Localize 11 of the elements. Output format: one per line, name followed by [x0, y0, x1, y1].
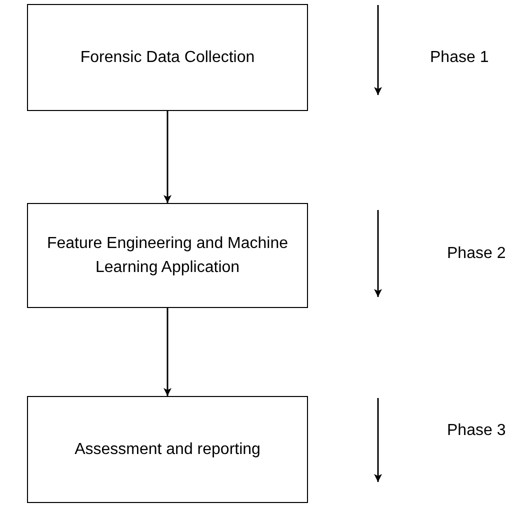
box-label: Assessment and reporting: [74, 440, 260, 460]
arrow: [164, 111, 172, 203]
process-box: [27, 203, 308, 308]
box-label: Feature Engineering and Machine Learning Application: [46, 234, 290, 278]
process-box: [27, 396, 308, 503]
arrow: [164, 308, 172, 396]
phase-label: Phase 3: [447, 422, 506, 440]
phase-label: Phase 2: [447, 245, 506, 263]
phase-label: Phase 1: [430, 49, 489, 67]
process-box: [27, 4, 308, 111]
box-label: Forensic Data Collection: [80, 48, 255, 68]
